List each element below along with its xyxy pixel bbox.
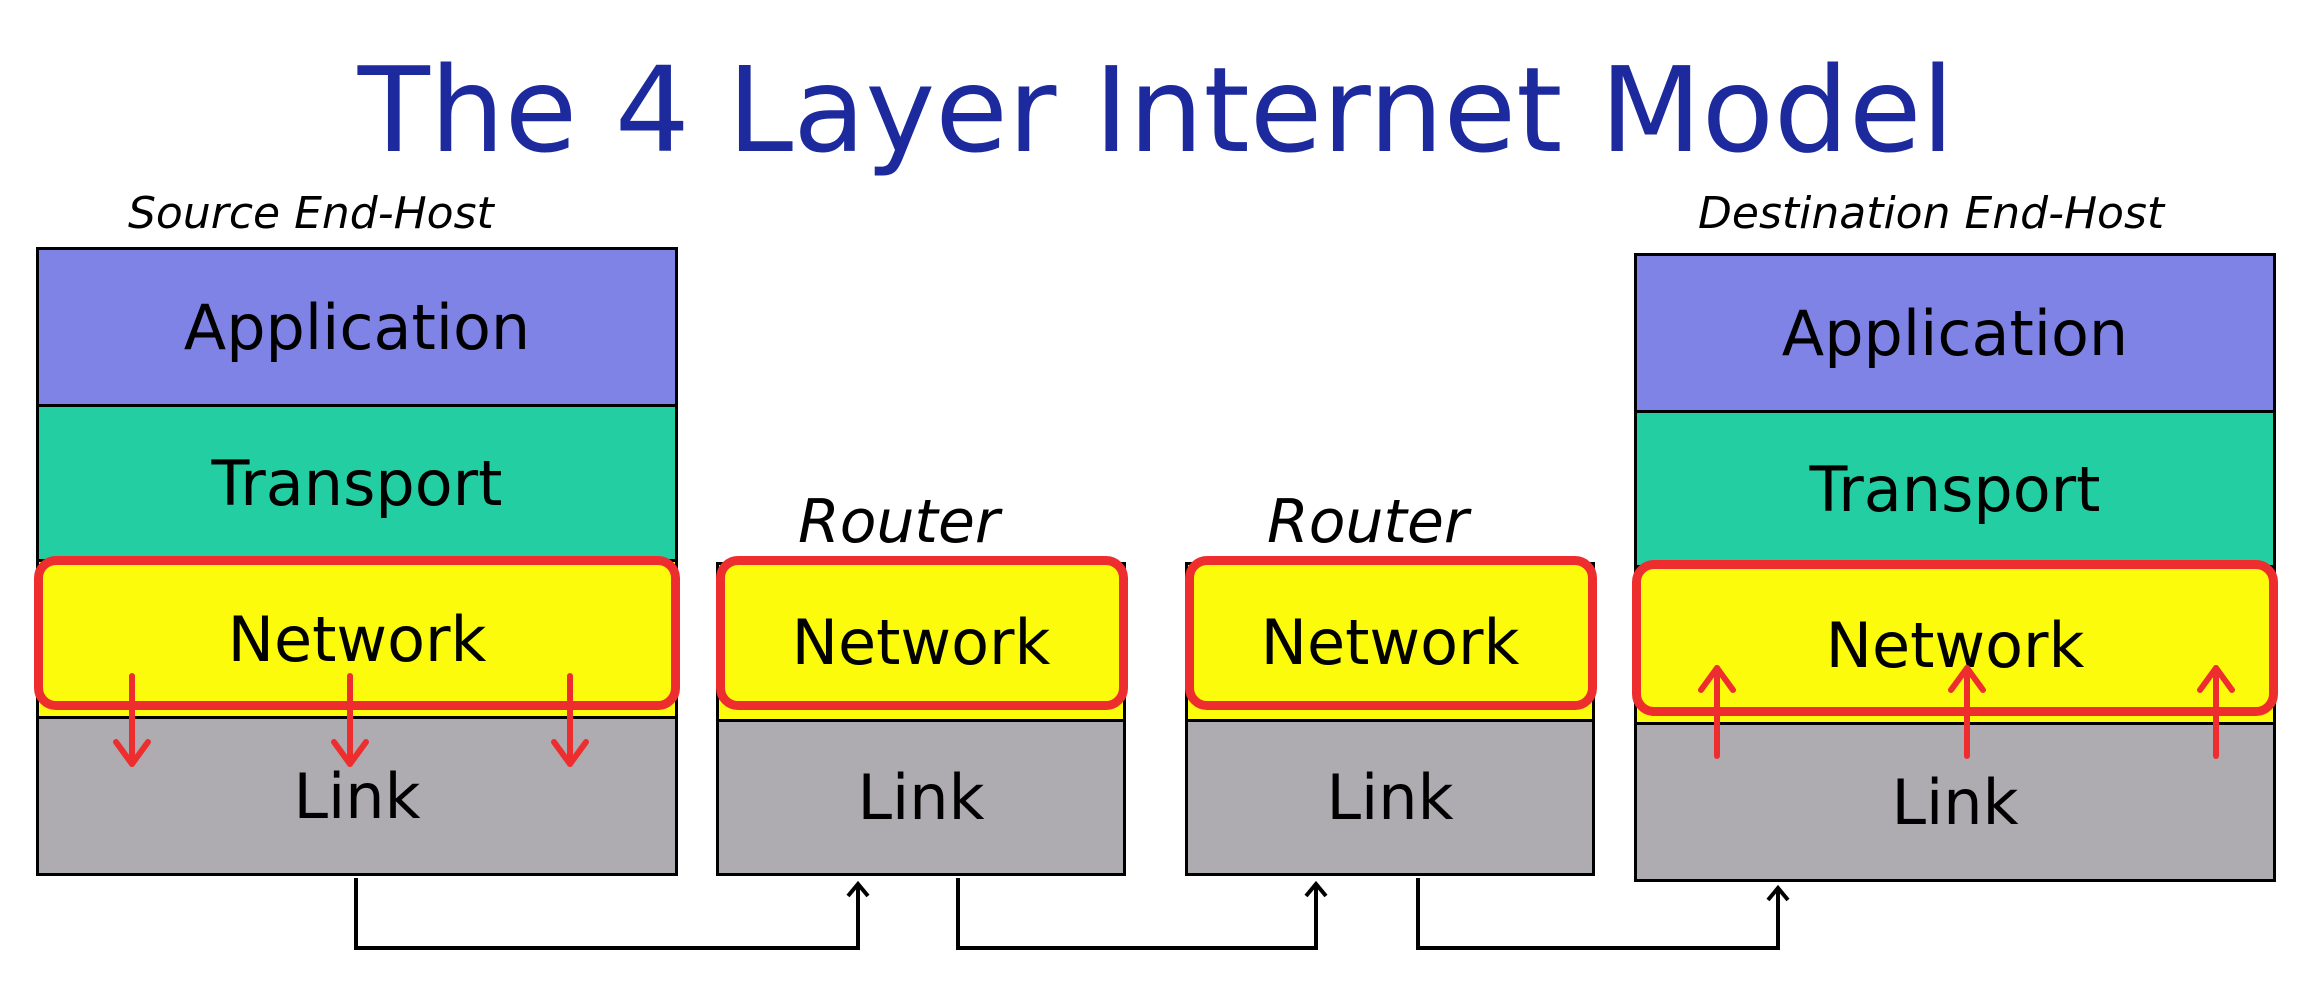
router1-network-layer: Network bbox=[716, 562, 1126, 722]
link-connector-router2-to-destination bbox=[1416, 878, 1790, 950]
router1-link-layer: Link bbox=[716, 719, 1126, 876]
router1-caption: Router bbox=[798, 487, 1000, 557]
router2-link-layer: Link bbox=[1185, 719, 1595, 876]
destination-link-layer: Link bbox=[1634, 722, 2276, 882]
router2-caption: Router bbox=[1267, 487, 1469, 557]
router2-network-layer: Network bbox=[1185, 562, 1595, 722]
source-host-caption: Source End-Host bbox=[128, 188, 494, 239]
red-down-arrow-icon bbox=[551, 673, 589, 767]
link-connector-router1-to-router2 bbox=[956, 878, 1328, 950]
destination-host-caption: Destination End-Host bbox=[1698, 188, 2165, 239]
red-up-arrow-icon bbox=[1698, 665, 1736, 759]
red-up-arrow-icon bbox=[2197, 665, 2235, 759]
red-up-arrow-icon bbox=[1948, 665, 1986, 759]
red-down-arrow-icon bbox=[331, 673, 369, 767]
link-connector-source-to-router1 bbox=[354, 878, 870, 950]
diagram-title: The 4 Layer Internet Model bbox=[357, 41, 1955, 179]
destination-application-layer: Application bbox=[1634, 253, 2276, 413]
red-down-arrow-icon bbox=[113, 673, 151, 767]
source-transport-layer: Transport bbox=[36, 404, 678, 562]
source-application-layer: Application bbox=[36, 247, 678, 407]
